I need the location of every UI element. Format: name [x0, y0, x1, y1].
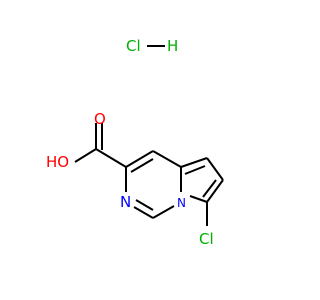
ring-bond-c4-c4a — [152, 150, 182, 168]
ring-bond-c1-n — [152, 205, 175, 219]
ring-bond-c7-n — [189, 195, 208, 203]
ring-nitrogen-label: N — [120, 193, 131, 211]
ring-bond-c3-c4-inner — [130, 158, 154, 173]
carbonyl-oxygen-label: O — [94, 110, 106, 128]
acid-oh-bond — [74, 148, 97, 163]
chlorine-label: Cl — [199, 230, 214, 248]
ring-bond-n2-c1-inner — [135, 199, 154, 211]
bonds — [74, 45, 224, 226]
ring-bond-c4a-c5 — [180, 157, 208, 168]
ring-bond-n2-c1 — [133, 206, 154, 219]
hcl-h-label: H — [167, 37, 178, 55]
hcl-cl-label: Cl — [126, 37, 141, 55]
ring-bond-c6-c7 — [206, 179, 224, 203]
acid-ring-bond — [95, 148, 127, 168]
atom-labels: Cl H HO O N N Cl — [46, 37, 214, 248]
ring-bond-c3-c4 — [125, 150, 154, 168]
ring-bond-c5-c6 — [206, 157, 224, 181]
ring-bond-c6-c7-inner — [202, 179, 217, 198]
hydroxyl-label: HO — [46, 153, 69, 171]
molecule-structure: Cl H HO O N N Cl — [46, 37, 224, 248]
bridgehead-nitrogen-label: N — [177, 196, 186, 210]
ring-bond-c4a-c5-inner — [184, 165, 206, 175]
